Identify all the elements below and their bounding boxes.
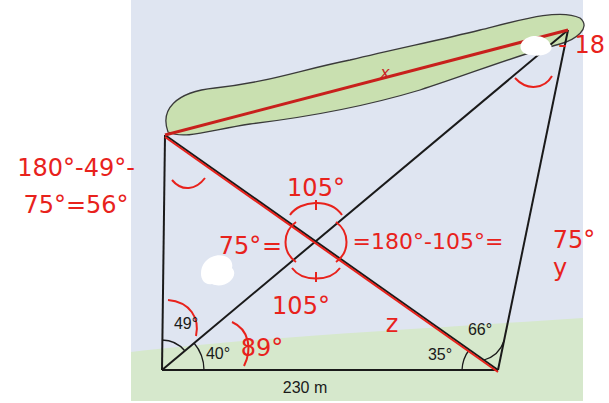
- angle-label: 49°: [174, 316, 198, 332]
- handwritten-note: 75°: [219, 234, 262, 258]
- angle-label: 35°: [428, 347, 452, 363]
- angle-arcs: [162, 340, 504, 370]
- handwritten-note: - 18: [558, 33, 605, 57]
- dimension-label: 230 m: [283, 380, 327, 396]
- angle-label: 40°: [206, 346, 230, 362]
- eraser-mark: [520, 36, 551, 56]
- handwritten-note: 75°: [553, 228, 596, 252]
- triangle-lines: [162, 30, 568, 370]
- handwritten-note: 180°-49°-: [17, 156, 135, 180]
- handwritten-note: 105°: [272, 294, 330, 318]
- handwritten-note: 89°: [241, 336, 284, 360]
- angle-label: 66°: [468, 322, 492, 338]
- handwritten-note: z: [386, 312, 399, 336]
- handwritten-note: y: [553, 256, 567, 280]
- handwritten-note: 75°=56°: [23, 193, 128, 217]
- handwritten-note: =: [262, 234, 282, 258]
- lake-island: [166, 14, 584, 135]
- eraser-mark: [201, 255, 234, 285]
- handwritten-note: 105°: [287, 176, 345, 200]
- distance-label: x: [381, 64, 390, 81]
- handwritten-note: =180°-105°=: [353, 231, 504, 253]
- handwritten-marks: [165, 76, 552, 372]
- distance-x-line: [165, 30, 568, 135]
- grass-ground: [131, 318, 583, 401]
